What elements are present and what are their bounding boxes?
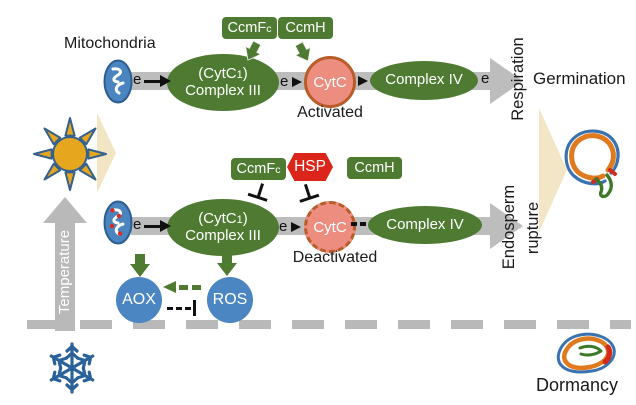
mitochondria-damaged-icon [103, 200, 133, 245]
complex-iii-line2: Complex III [185, 82, 261, 99]
temperature-label: Temperature [56, 229, 73, 315]
complex-iii-line1: (CytC1) [198, 209, 248, 227]
activation-arrow-icon [291, 38, 317, 66]
ros-to-aox-dash [192, 285, 201, 290]
respiration-label: Respiration [509, 37, 527, 121]
hsp-tag: HSP [287, 153, 333, 181]
electron-label: e [280, 73, 289, 90]
ccmfc-tag-top: CcmFc [222, 17, 277, 39]
dormancy-label: Dormancy [536, 375, 619, 395]
green-down-arrow-icon [130, 254, 150, 277]
seed-dormant-icon [554, 331, 622, 379]
aox-inhibits-ros-tbar [193, 300, 196, 316]
electron-label: e [481, 70, 490, 87]
cytc-node-bottom: CytC [304, 201, 356, 253]
temperature-arrow-head [43, 197, 87, 223]
rupture-label: rupture [524, 201, 542, 255]
mitochondria-label: Mitochondria [64, 35, 156, 52]
arrow-right-icon [291, 222, 301, 232]
arrow-right-icon [292, 77, 302, 87]
complex-iii-line1: (CytC1) [198, 64, 248, 82]
ros-to-aox-arrowhead [163, 281, 176, 293]
complex-iv-node-top: Complex IV [370, 61, 478, 100]
arrow-right-icon [358, 76, 368, 86]
complex-iii-node-bottom: (CytC1) Complex III [167, 199, 279, 256]
electron-arrow-icon [144, 220, 171, 233]
ros-to-aox-dash [179, 285, 188, 290]
ccmfc-tag-bottom: CcmFc [231, 158, 286, 180]
seed-germinating-icon [561, 126, 633, 200]
ccmh-tag-bottom: CcmH [347, 157, 402, 179]
cytc-state-label: Deactivated [292, 249, 378, 266]
snowflake-icon [45, 338, 99, 396]
aox-inhibits-ros-dash [176, 307, 182, 310]
germination-label: Germination [533, 69, 626, 88]
green-down-arrow-icon [217, 253, 237, 276]
endosperm-label: Endosperm [500, 184, 518, 270]
aox-node: AOX [116, 277, 162, 323]
complex-iv-node-bottom: Complex IV [368, 206, 482, 244]
complex-iii-node-top: (CytC1) Complex III [167, 54, 279, 111]
temperature-arrow-shaft [55, 221, 75, 331]
broken-link-dash [351, 222, 357, 226]
broken-link-dash [360, 222, 366, 226]
electron-label: e [133, 216, 142, 233]
activation-arrow-icon [240, 37, 266, 65]
electron-label: e [279, 218, 288, 235]
chain-arrowhead-bottom [490, 203, 523, 249]
electron-arrow-icon [144, 75, 171, 88]
light-beam-icon [97, 113, 116, 193]
soil-dashed-line [27, 320, 631, 329]
sun-icon [33, 115, 108, 193]
cytc-node-top: CytC [304, 56, 356, 108]
aox-inhibits-ros-dash [167, 307, 173, 310]
ccmh-tag-top: CcmH [278, 17, 333, 39]
aox-inhibits-ros-dash [185, 307, 191, 310]
chain-arrowhead-top [490, 58, 523, 104]
ros-node: ROS [207, 277, 253, 323]
cytc-state-label: Activated [297, 104, 363, 121]
light-beam-icon [539, 108, 567, 232]
electron-label: e [133, 71, 142, 88]
complex-iii-line2: Complex III [185, 227, 261, 244]
mitochondria-icon [103, 59, 133, 104]
